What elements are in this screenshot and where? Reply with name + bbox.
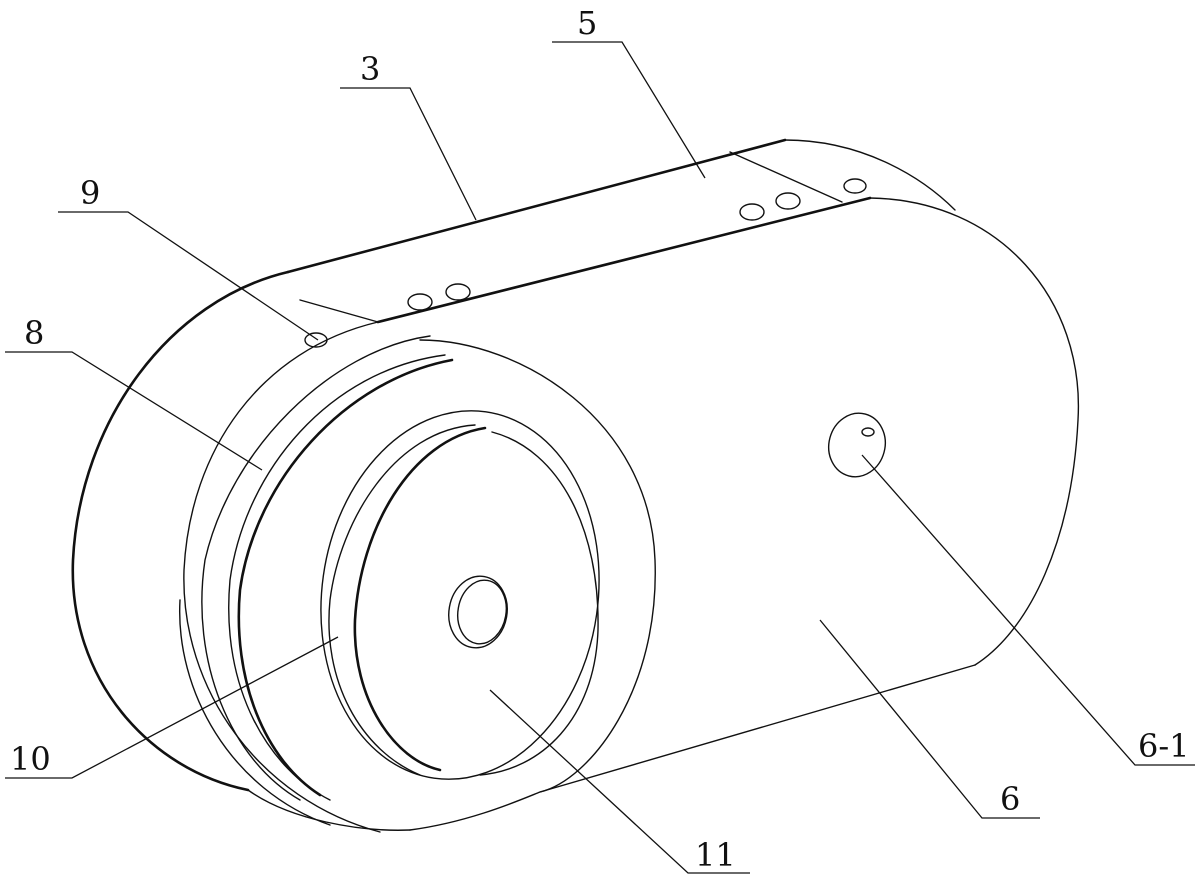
callout-5: 5	[577, 4, 597, 42]
ring-outer-right	[419, 339, 656, 793]
housing-back-cap	[784, 139, 956, 211]
vent-hole	[739, 203, 765, 221]
lens-ring-outer	[320, 410, 600, 780]
center-hole-inner	[457, 579, 507, 645]
callout-6-1: 6-1	[1138, 727, 1190, 765]
leader-10	[5, 636, 339, 779]
ring-outer-lip	[179, 599, 331, 826]
leader-6	[819, 619, 1040, 819]
leader-5	[552, 41, 706, 179]
ring-third	[228, 354, 446, 801]
housing-right-end	[869, 197, 1080, 666]
top-strip-front-edge	[376, 196, 872, 324]
housing-left-end	[71, 270, 290, 792]
housing-outline	[71, 138, 1080, 831]
callout-8: 8	[24, 314, 44, 352]
vent-hole	[407, 293, 433, 311]
front-rings	[179, 321, 656, 833]
ring-inner-thick	[237, 358, 454, 797]
leader-9	[58, 211, 319, 341]
leader-3	[340, 87, 477, 221]
ring-outer	[183, 321, 381, 833]
callout-10: 10	[10, 740, 51, 778]
leader-8	[5, 351, 263, 471]
callout-6: 6	[1000, 780, 1020, 818]
top-strip-left-seam	[299, 299, 379, 323]
callout-11: 11	[695, 836, 736, 874]
lens-ring-inner-thick	[353, 426, 487, 772]
center-hole	[448, 575, 508, 649]
leader-lines	[5, 41, 1195, 874]
callout-3: 3	[360, 50, 380, 88]
housing-left-bottom	[247, 789, 411, 831]
leader-11	[489, 689, 750, 874]
side-button-dot	[861, 427, 875, 437]
ring-second	[201, 335, 431, 801]
lens-ring-mid	[328, 424, 476, 776]
callout-9: 9	[80, 174, 100, 212]
callout-labels: 3 5 9 8 10 11 6 6-1	[10, 4, 1190, 874]
side-button-outer	[828, 412, 886, 478]
leader-6-1	[861, 454, 1195, 766]
housing-top-edge	[286, 138, 787, 274]
side-button	[828, 412, 886, 478]
top-strip	[299, 151, 872, 348]
vent-hole	[445, 283, 471, 301]
vent-hole	[843, 178, 867, 194]
lens-assembly	[320, 410, 600, 780]
lens-cap-right	[479, 431, 599, 776]
top-strip-right-seam	[729, 151, 843, 203]
vent-hole	[775, 192, 801, 210]
housing-bottom-edge	[409, 664, 976, 831]
